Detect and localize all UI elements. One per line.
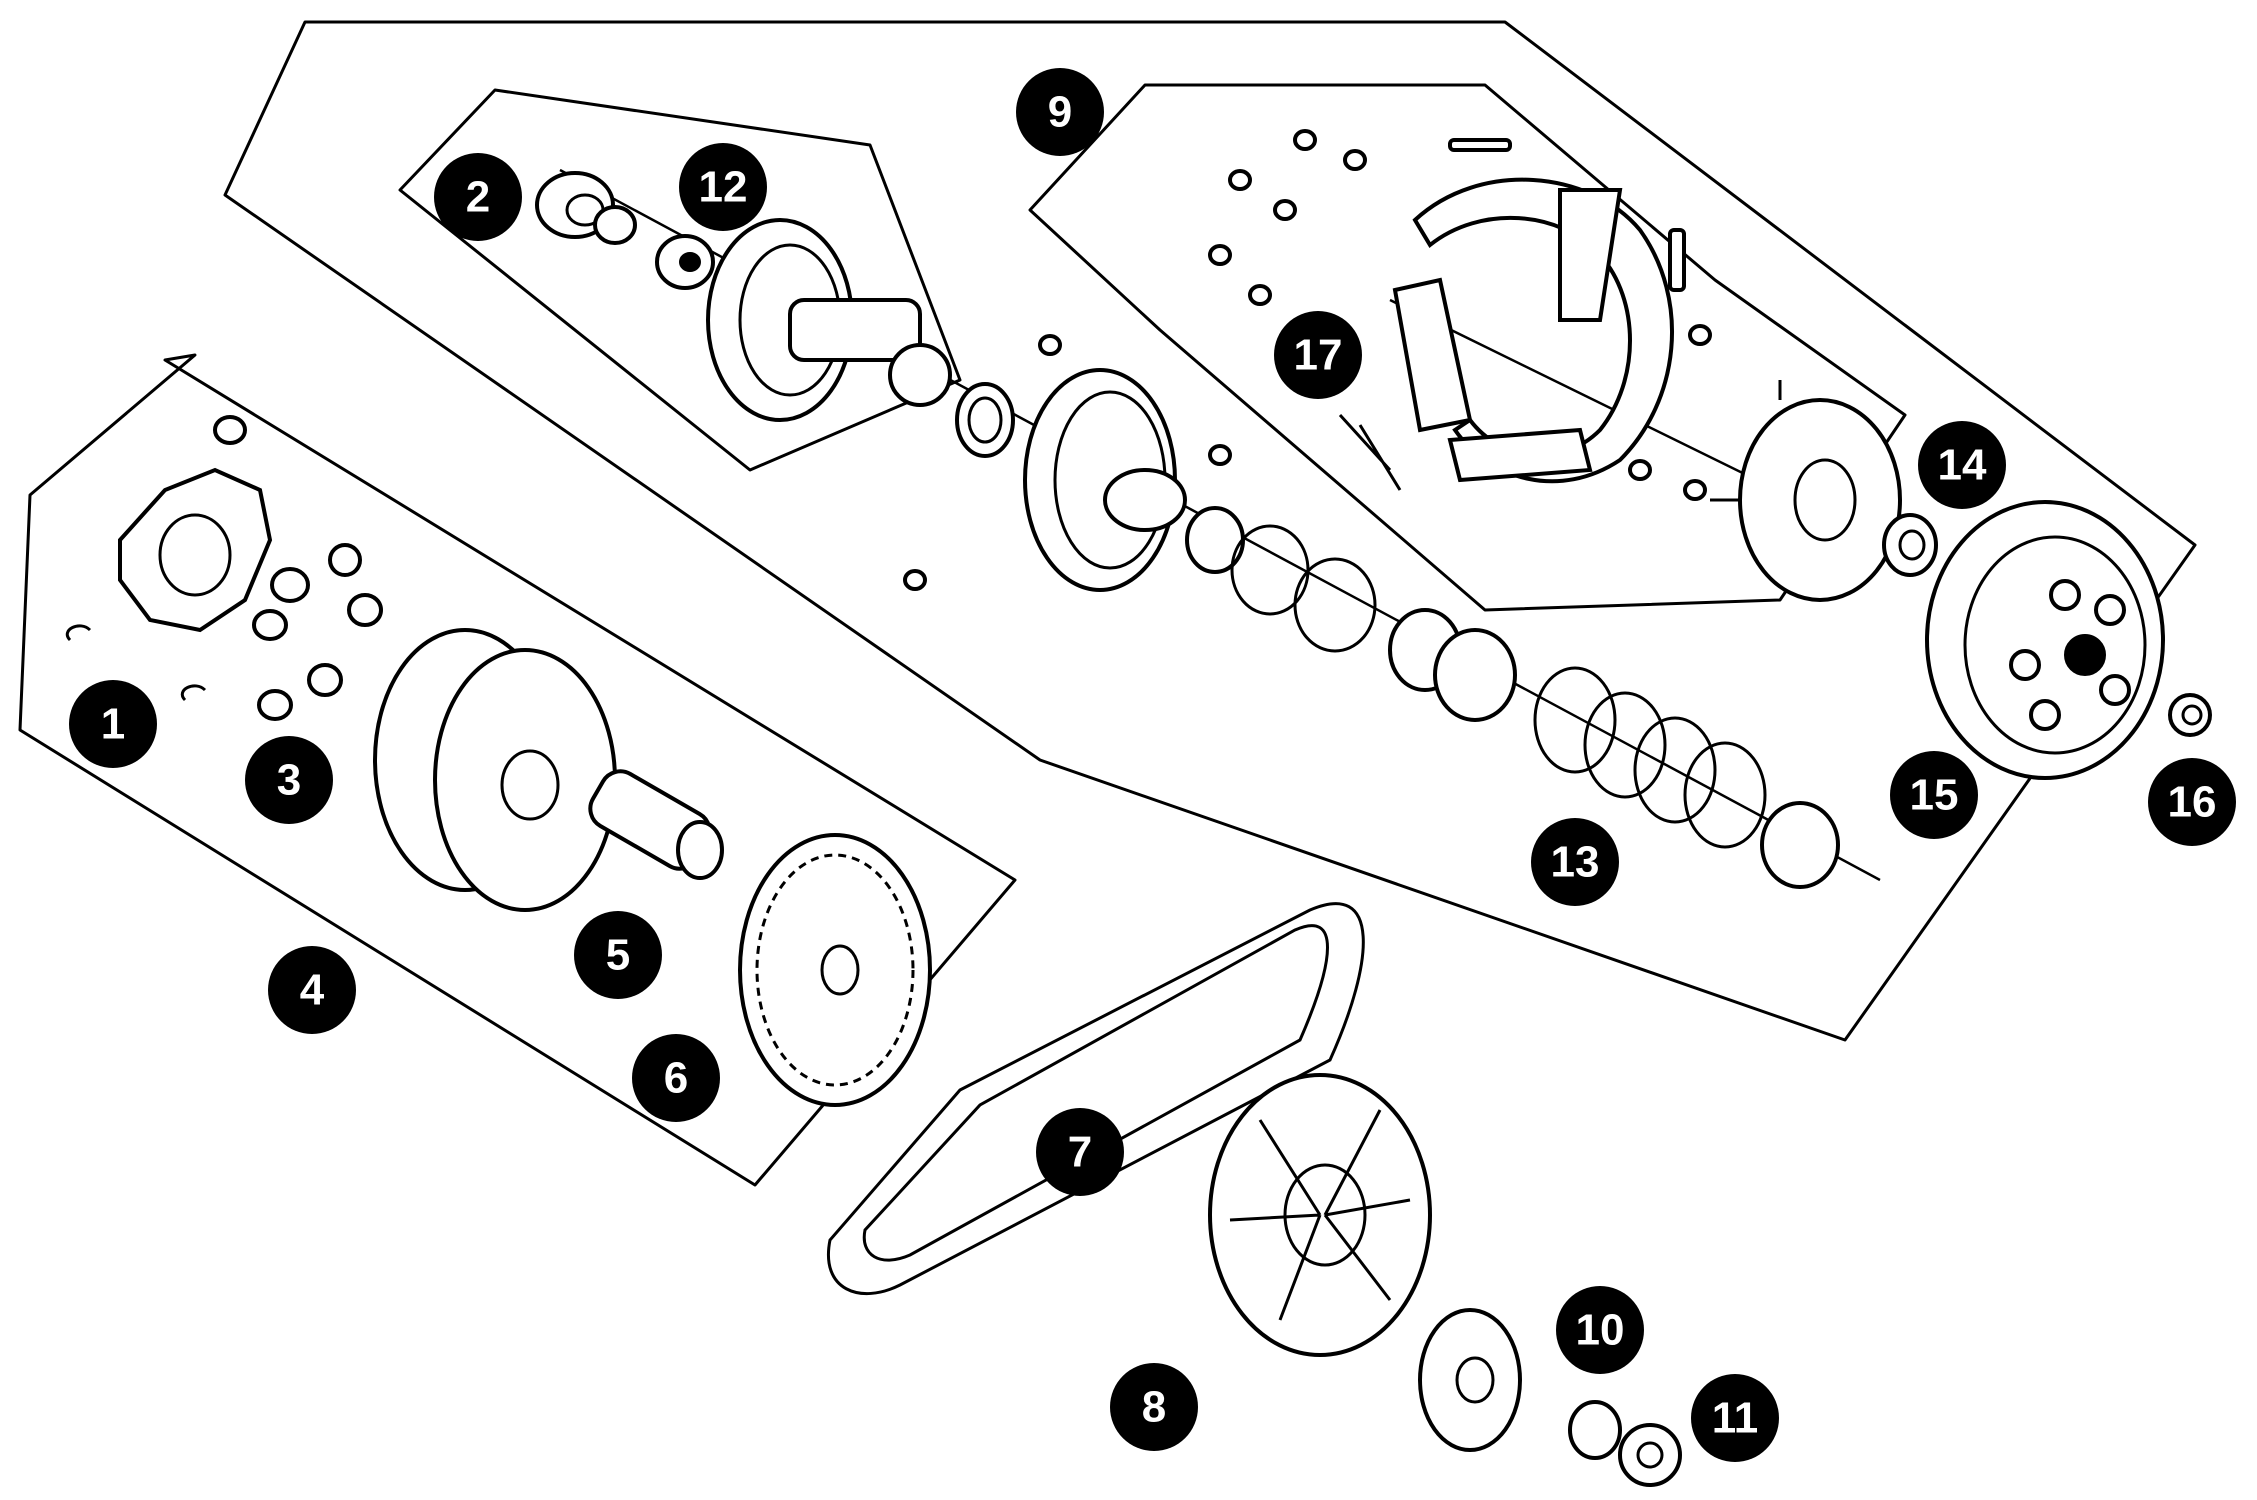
svg-text:13: 13 [1551,838,1600,887]
svg-text:14: 14 [1938,441,1987,490]
callout-10: 10 [1556,1286,1644,1374]
callout-9: 9 [1016,68,1104,156]
clutch-plate-part [1710,380,1902,602]
svg-text:17: 17 [1294,331,1343,380]
clips-part-1 [66,624,207,702]
spring-part-13 [1533,666,1840,889]
fan-part-8 [1208,1073,1432,1357]
svg-text:8: 8 [1142,1383,1166,1432]
svg-text:3: 3 [277,756,301,805]
variator-assembly-outline [18,353,1017,1187]
collar-part [1388,608,1517,722]
clutch-assembly-outline [223,20,2197,1042]
svg-text:10: 10 [1576,1306,1625,1355]
sleeve-part-5 [588,769,724,880]
driven-pulley-part [706,218,1015,458]
callout-15: 15 [1890,751,1978,839]
svg-text:9: 9 [1048,88,1072,137]
drive-face-part-6 [738,833,932,1107]
variator-pulley-part [373,628,617,912]
clutch-shoe-assembly-part [1208,129,1712,501]
callout-2: 2 [434,153,522,241]
drive-belt-part-7 [827,902,1365,1295]
svg-text:7: 7 [1068,1128,1092,1177]
callout-7: 7 [1036,1108,1124,1196]
callout-16: 16 [2148,758,2236,846]
rollers-part-3 [252,543,383,721]
callout-11: 11 [1691,1374,1779,1462]
svg-text:4: 4 [300,966,325,1015]
svg-text:12: 12 [699,163,748,212]
clutch-bell-part-15 [1925,500,2165,780]
svg-text:5: 5 [606,931,630,980]
callout-13: 13 [1531,818,1619,906]
callout-4: 4 [268,946,356,1034]
nut-part-14 [1882,513,1938,577]
washer-nut-part-11 [1568,1400,1682,1487]
svg-text:6: 6 [664,1054,688,1103]
callout-6: 6 [632,1034,720,1122]
driven-pulley-group-outline [398,88,962,472]
callout-12: 12 [679,143,767,231]
svg-text:11: 11 [1712,1394,1759,1443]
clutch-shoe-group-outline [1028,83,1907,612]
callout-17: 17 [1274,311,1362,399]
callout-1: 1 [69,680,157,768]
callout-5: 5 [574,911,662,999]
ramp-plate-part [118,415,273,633]
starter-gear-part-10 [1418,1308,1522,1452]
callout-14: 14 [1918,421,2006,509]
bearing-part-12 [593,205,715,290]
svg-text:16: 16 [2168,778,2217,827]
callout-3: 3 [245,736,333,824]
nut-part-16 [2168,693,2212,737]
svg-text:2: 2 [466,173,490,222]
movable-driven-face-part [903,334,1377,653]
callout-8: 8 [1110,1363,1198,1451]
svg-text:15: 15 [1910,771,1959,820]
svg-text:1: 1 [101,700,125,749]
